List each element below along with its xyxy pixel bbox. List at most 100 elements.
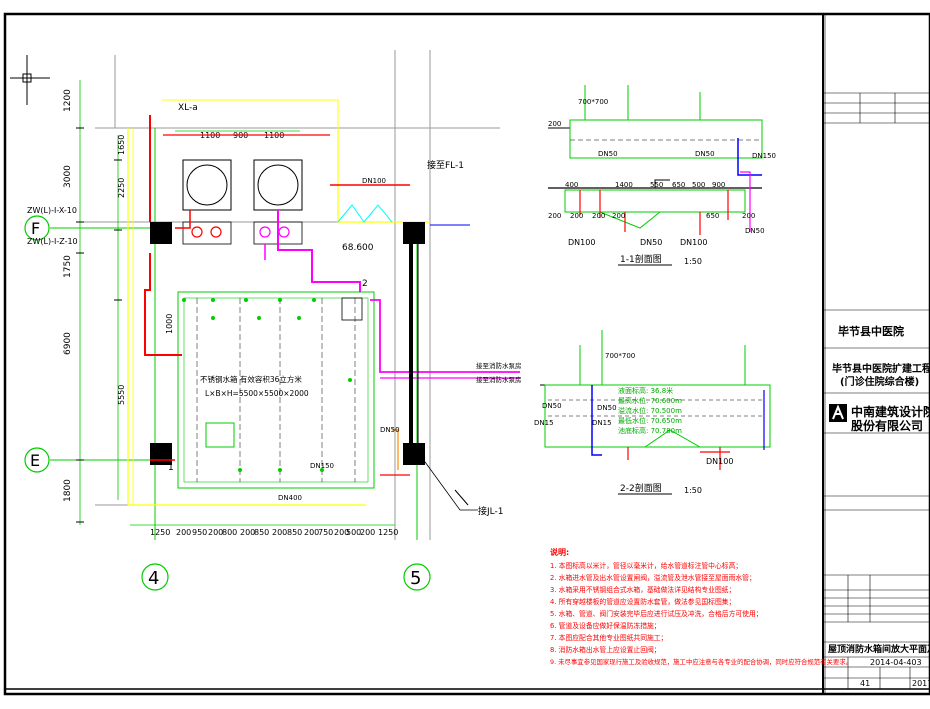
grid-bubble-4 xyxy=(141,563,169,591)
plan-dn150: DN150 xyxy=(310,462,334,470)
outlet-label-2: 接至消防水泵房 xyxy=(476,375,522,384)
note-line: 5. 水箱、管道、阀门安装完毕后应进行试压及冲洗，合格后方可使用； xyxy=(550,609,763,618)
section-1-title: 1-1剖面图 xyxy=(620,253,662,265)
level: 最低水位: 70.650m xyxy=(618,416,682,425)
s1-dim: 200 xyxy=(570,212,583,220)
s1-dim: 200 xyxy=(612,212,625,220)
s1-dn50: DN50 xyxy=(640,238,662,247)
pressurization-equipment xyxy=(150,159,303,465)
sheet-number: 41 xyxy=(860,679,870,688)
note-line: 6. 管道及设备应做好保温防冻措施； xyxy=(550,621,661,630)
note-line: 1. 本图标高以米计，管径以毫米计，给水管道标注管中心标高； xyxy=(550,561,742,570)
client-name: 毕节县中医院 xyxy=(838,324,904,338)
company-line-1: 中南建筑设计院 xyxy=(851,404,930,419)
bottom-dim: 200 xyxy=(176,528,191,537)
bottom-dim: 200 xyxy=(304,528,319,537)
dim-5550: 5550 xyxy=(117,385,126,405)
elevation-label: 68.600 xyxy=(342,243,374,253)
grid-label-f: F xyxy=(31,219,40,238)
note-line: 3. 水箱采用不锈钢组合式水箱，基础做法详见结构专业图纸； xyxy=(550,585,735,594)
grid-bubble-e xyxy=(24,447,50,473)
s1-dim: 900 xyxy=(712,181,725,189)
s1-dim: 200 xyxy=(548,120,561,128)
left-dimension-chain xyxy=(76,80,122,525)
dim-3000: 3000 xyxy=(63,165,73,188)
drawing-year: 2017 xyxy=(912,679,930,688)
dim-1750: 1750 xyxy=(63,255,73,278)
bottom-dim: 1250 xyxy=(150,528,170,537)
plan-pipes xyxy=(144,115,520,511)
title-block xyxy=(822,14,930,694)
bottom-dim: 800 xyxy=(222,528,237,537)
equip-label-1: ZW(L)-I-X-10 xyxy=(27,206,77,215)
section-2-2 xyxy=(540,330,771,470)
project-subtitle: (门诊住院综合楼) xyxy=(840,375,919,388)
s2-label: DN15 xyxy=(534,419,554,427)
s1-dim: 650 xyxy=(706,212,719,220)
s1-dim: 500 xyxy=(692,181,705,189)
grid-label-e: E xyxy=(30,451,40,470)
section-2-scale: 1:50 xyxy=(684,486,702,495)
grid-bubble-f xyxy=(24,215,50,241)
notes-heading: 说明: xyxy=(550,547,569,557)
bottom-dim: 850 xyxy=(287,528,302,537)
building-outline xyxy=(10,50,500,540)
section-mark-1: 1 xyxy=(168,463,174,473)
dim-1800: 1800 xyxy=(63,479,73,502)
drawing-border xyxy=(3,12,930,696)
equip-label-2: ZW(L)-I-Z-10 xyxy=(27,237,78,246)
s1-label: 700*700 xyxy=(578,98,608,106)
company-line-2: 股份有限公司 xyxy=(851,418,923,433)
level: 池底标高: 70.780m xyxy=(618,426,682,435)
s2-label: DN50 xyxy=(597,404,617,412)
pipe-dn100: DN100 xyxy=(362,177,386,185)
bottom-dim: 200 xyxy=(272,528,287,537)
s1-dim: 650 xyxy=(672,181,685,189)
section-1-1 xyxy=(548,85,763,235)
grid-label-5: 5 xyxy=(410,568,421,589)
s1-label: DN150 xyxy=(752,152,776,160)
plan-dn400: DN400 xyxy=(278,494,302,502)
notes-list: 1. 本图标高以米计，管径以毫米计，给水管道标注管中心标高； 2. 水箱进水管及… xyxy=(550,561,852,666)
s1-dn50-right: DN50 xyxy=(745,227,765,235)
s2-label: DN15 xyxy=(592,419,612,427)
s1-label: DN50 xyxy=(598,150,618,158)
bottom-dim: 750 xyxy=(318,528,333,537)
s1-dn100-left: DN100 xyxy=(568,238,595,247)
dim-1200: 1200 xyxy=(63,89,73,112)
s1-dim: 400 xyxy=(565,181,578,189)
section-mark-2: 2 xyxy=(362,279,368,289)
bottom-dim: 200 xyxy=(334,528,349,537)
dim-2250: 2250 xyxy=(117,178,126,198)
grid-label-4: 4 xyxy=(148,568,159,589)
section-1-scale: 1:50 xyxy=(684,257,702,266)
fl1-label: 接至FL-1 xyxy=(427,159,464,171)
bottom-dim: 950 xyxy=(192,528,207,537)
s1-dim: 200 xyxy=(592,212,605,220)
dim-1000: 1000 xyxy=(165,314,174,334)
s1-dn100-right: DN100 xyxy=(680,238,707,247)
section-2-title: 2-2剖面图 xyxy=(620,482,662,494)
water-tank xyxy=(177,291,375,489)
riser-label-xla: XL-a xyxy=(178,103,198,113)
sheet-title: 屋顶消防水箱间放大平面及剖 xyxy=(828,643,930,655)
s2-dn100: DN100 xyxy=(706,457,733,466)
outlet-label-1: 接至消防水泵房 xyxy=(476,361,522,370)
s2-levels: 液面标高: 36.8米 最高水位: 70.600m 溢流水位: 70.500m … xyxy=(618,386,682,435)
tank-name: 不锈钢水箱 有效容积36立方米 xyxy=(200,374,302,384)
dim-1650: 1650 xyxy=(117,135,126,155)
plan-dn50: DN50 xyxy=(380,426,400,434)
level: 溢流水位: 70.500m xyxy=(618,406,682,415)
note-line: 7. 本图应配合其他专业图纸共同施工； xyxy=(550,633,667,642)
s1-label: DN50 xyxy=(695,150,715,158)
note-line: 4. 所有穿越楼板的管道应设置防水套管，做法参见国标图集； xyxy=(550,597,735,606)
level: 液面标高: 36.8米 xyxy=(618,386,673,395)
s1-dim: 1400 xyxy=(615,181,633,189)
s1-dim: 200 xyxy=(742,212,755,220)
tank-size: L×B×H=5500×5500×2000 xyxy=(205,389,309,398)
s2-label: 700*700 xyxy=(605,352,635,360)
bottom-dim: 200 xyxy=(208,528,223,537)
project-name: 毕节县中医院扩建工程 xyxy=(832,362,930,375)
s2-label: DN50 xyxy=(542,402,562,410)
